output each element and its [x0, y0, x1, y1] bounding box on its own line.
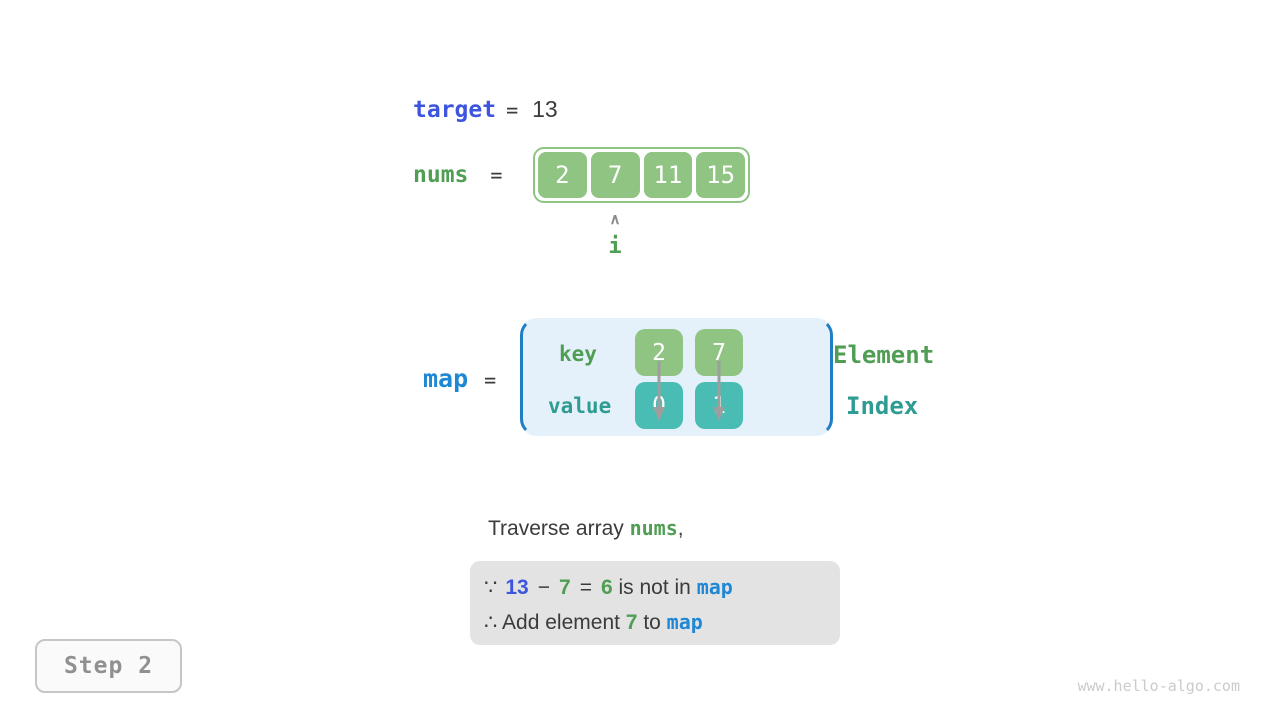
equals-sign: =	[490, 163, 503, 187]
explanation-line-2: ∴ Add element 7 to map	[484, 605, 840, 640]
added-value: 7	[625, 611, 638, 634]
nums-variable: nums	[413, 162, 469, 188]
array-cell: 7	[590, 152, 640, 198]
map-container: key value 2 7 0 1	[520, 318, 833, 436]
map-value-label: value	[548, 394, 612, 418]
minuend-value: 13	[505, 576, 529, 599]
target-value: 13	[532, 96, 558, 122]
map-code-ref: map	[696, 575, 733, 599]
index-pointer-label: i	[608, 234, 622, 259]
array-cell: 2	[538, 152, 587, 198]
add-element-text: Add element	[497, 611, 626, 634]
because-symbol: ∵	[484, 576, 498, 599]
arrow-down-icon	[713, 361, 725, 421]
not-in-text: is not in	[612, 576, 697, 599]
explanation-box: ∵13−7=6 is not in map ∴ Add element 7 to…	[470, 561, 840, 645]
index-pointer-up-caret-icon: ∧	[609, 211, 621, 228]
map-code-ref: map	[666, 610, 703, 634]
nums-label-line: nums =	[413, 162, 502, 188]
map-label-line: map =	[423, 364, 496, 393]
caption-prefix: Traverse array	[488, 517, 630, 540]
therefore-symbol: ∴	[484, 611, 498, 634]
watermark: www.hello-algo.com	[1077, 677, 1240, 695]
difference-value: 6	[600, 576, 613, 599]
subtrahend-value: 7	[559, 576, 571, 599]
target-line: target = 13	[413, 96, 558, 123]
arrow-down-icon	[653, 361, 665, 421]
nums-array: 2 7 11 15	[533, 147, 750, 203]
equals-sign: =	[579, 576, 592, 599]
caption-suffix: ,	[677, 517, 684, 540]
element-annotation: Element	[833, 341, 935, 369]
caption-line: Traverse array nums,	[488, 516, 684, 541]
array-cell: 11	[643, 152, 693, 198]
explanation-line-1: ∵ 13−7 = 6 is not in map	[484, 570, 840, 605]
caption-nums-code: nums	[629, 516, 678, 540]
array-cell: 15	[696, 152, 745, 198]
map-key-label: key	[559, 342, 597, 366]
index-annotation: Index	[846, 392, 919, 420]
target-variable: target	[413, 97, 497, 123]
equals-sign: =	[506, 98, 519, 122]
step-badge: Step 2	[35, 639, 182, 693]
minus-sign: −	[537, 576, 550, 599]
to-text: to	[637, 611, 667, 634]
equals-sign: =	[484, 368, 497, 392]
map-variable: map	[423, 364, 469, 393]
